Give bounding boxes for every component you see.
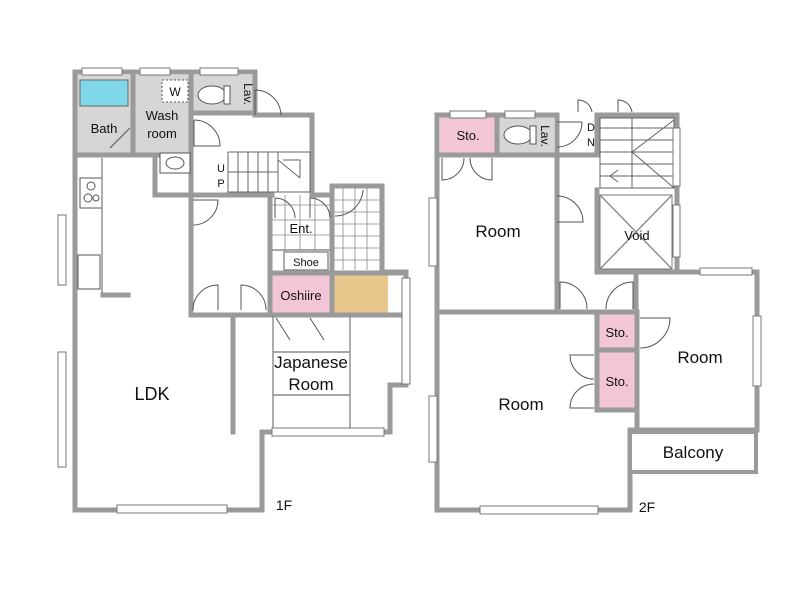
label-up-p: P (217, 178, 224, 190)
entrance-tiles (333, 187, 380, 270)
stove-icon (79, 177, 103, 209)
storage-2f-top-fill (440, 117, 496, 153)
label-lav-2f: Lav. (538, 125, 552, 147)
entrance-hall-tiles (272, 195, 330, 250)
window-2f-room3-right (752, 315, 762, 387)
window-wash-top (139, 67, 171, 76)
label-room-2f-1: Room (475, 222, 520, 241)
door-room3-2f (605, 281, 634, 310)
window-2f-lav-top (504, 110, 536, 119)
void-area (599, 194, 673, 270)
door-room2-2f (559, 281, 588, 310)
wash-basin-icon (159, 152, 191, 174)
label-room-2f-2: Room (498, 395, 543, 414)
door-sto-mid-2f (639, 317, 671, 349)
label-floor-1f: 1F (276, 497, 292, 513)
tatami-lines (272, 315, 351, 432)
window-2f-void-right (672, 204, 681, 258)
label-void: Void (624, 228, 649, 243)
door-lav-1f (254, 89, 282, 116)
label-entrance: Ent. (289, 221, 312, 236)
door-room1-2f (556, 195, 584, 223)
window-2f-room1-left (428, 197, 438, 267)
door-sto-low-2f (569, 354, 595, 409)
window-japanese-right (401, 277, 411, 385)
door-hall-ldk (192, 199, 219, 226)
label-lav-1f: Lav. (241, 83, 255, 105)
label-bath: Bath (91, 121, 118, 136)
label-ldk: LDK (134, 384, 169, 404)
first-floor-plan: Bath Wash room W Lav. U P Ent. Shoe Oshi… (57, 67, 411, 514)
label-dn-d: D (587, 122, 595, 134)
label-japanese-line1: Japanese (274, 353, 348, 372)
label-sto-2f-low: Sto. (605, 374, 628, 389)
toilet-1f-icon (197, 85, 231, 105)
door-wash-1f (193, 119, 221, 147)
label-japanese-line2: Room (288, 375, 333, 394)
label-oshiire: Oshiire (280, 288, 321, 303)
window-kitchen (57, 214, 67, 286)
window-2f-room3-top (699, 267, 753, 276)
stairs-1f (227, 151, 311, 193)
door-hall-double (192, 284, 267, 311)
kitchen-sink-icon (77, 254, 101, 290)
label-washer: W (169, 85, 181, 99)
label-room-2f-3: Room (677, 348, 722, 367)
window-2f-room2-left (428, 395, 438, 463)
door-bath (109, 127, 131, 149)
label-wash-line2: room (147, 126, 177, 141)
window-lav-top (199, 67, 239, 76)
label-shoe: Shoe (293, 257, 319, 269)
oshiire-fill (270, 275, 332, 313)
window-2f-sto-top (449, 110, 487, 119)
window-2f-stair-right (672, 127, 681, 187)
label-sto-2f-mid: Sto. (605, 325, 628, 340)
label-balcony: Balcony (663, 443, 724, 462)
storage-2f-low-fill (598, 352, 636, 408)
window-bath-top (81, 67, 123, 76)
door-sto-2f (441, 157, 493, 181)
toilet-2f-icon (503, 125, 537, 145)
storage-2f-mid-fill (598, 314, 636, 348)
window-2f-room2-bottom (479, 505, 599, 515)
balcony-area (628, 430, 758, 474)
shoe-cabinet (283, 251, 329, 271)
door-oshiire (275, 317, 325, 341)
door-lav-2f (556, 121, 583, 148)
label-dn-n: N (587, 137, 595, 149)
closet-fill (334, 275, 388, 313)
door-top-2f (577, 99, 633, 113)
door-entrance (334, 189, 364, 217)
label-floor-2f: 2F (639, 499, 655, 515)
stairs-2f (599, 117, 675, 189)
label-up-u: U (217, 163, 225, 175)
bathtub (79, 79, 129, 107)
window-japanese-bottom (271, 427, 385, 437)
second-floor-plan: Sto. Lav. D N Room Void Sto. Sto. Room R… (428, 99, 762, 515)
label-sto-2f-top: Sto. (456, 128, 479, 143)
window-ldk-left (57, 351, 67, 468)
door-ent-closet (274, 197, 331, 219)
window-ldk-bottom (116, 504, 228, 514)
label-wash-line1: Wash (146, 108, 179, 123)
washer-icon (161, 79, 189, 103)
